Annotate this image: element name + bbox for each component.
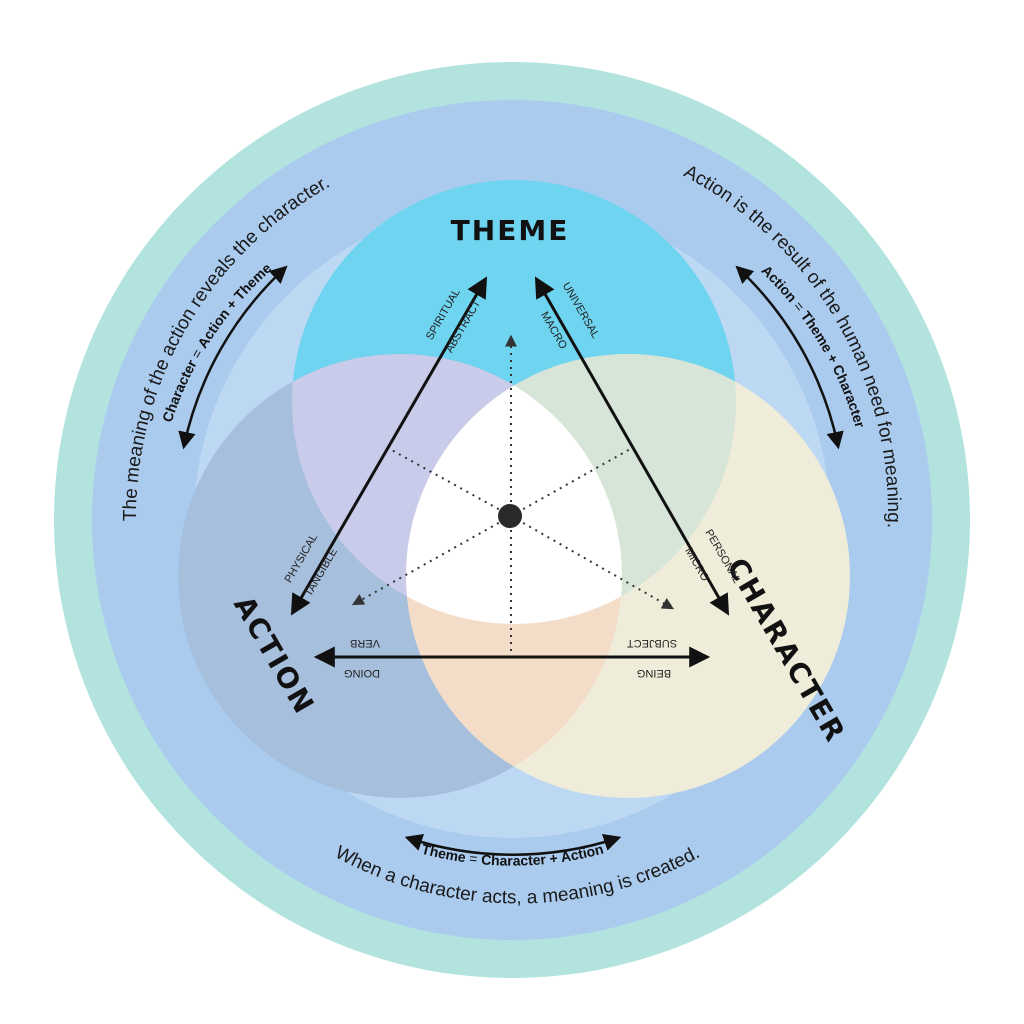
label-doing: DOING	[344, 667, 380, 679]
formula-left-eq: =	[186, 343, 208, 365]
label-subject: SUBJECT	[627, 637, 677, 649]
arrow-action-theme	[290, 276, 488, 616]
center-dot	[498, 504, 522, 528]
label-being: BEING	[637, 667, 671, 679]
formula-bottom-eq: =	[465, 849, 483, 867]
label-verb: VERB	[350, 637, 380, 649]
theme-label: THEME	[451, 214, 570, 247]
arrow-theme-character	[534, 276, 730, 616]
formula-right-eq: =	[788, 295, 811, 318]
center-overlap	[406, 354, 622, 624]
curved-arrow-right	[735, 265, 844, 450]
curved-arrow-left	[178, 265, 288, 450]
curved-arrow-bottom	[404, 834, 622, 856]
